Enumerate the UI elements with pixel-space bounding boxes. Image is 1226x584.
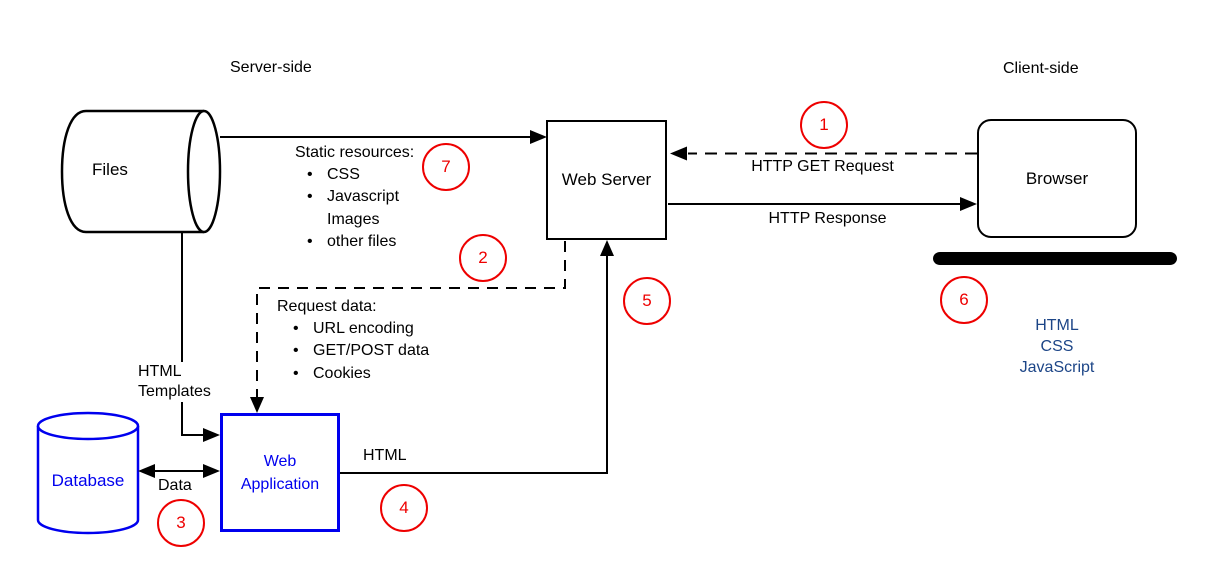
static-resources-list: CSS Javascript Images other files <box>295 164 414 254</box>
tech-html: HTML <box>1035 317 1079 334</box>
step-badge-4: 4 <box>380 484 428 532</box>
database-cylinder-shape <box>36 411 140 535</box>
html-label: HTML <box>363 447 407 464</box>
request-data-title: Request data: <box>277 298 377 315</box>
data-label: Data <box>158 477 192 494</box>
connector-html-templates <box>181 232 220 442</box>
html-templates-label: HTML Templates <box>138 362 228 402</box>
tech-javascript: JavaScript <box>1019 359 1095 376</box>
static-resources-title: Static resources: <box>295 144 415 161</box>
tech-css: CSS <box>1040 338 1074 355</box>
files-cylinder-shape <box>60 109 222 234</box>
connector-http-get-dashed <box>670 146 977 161</box>
step-badge-1: 1 <box>800 101 848 149</box>
files-node-label: Files <box>92 160 128 179</box>
browser-label: Browser <box>1025 168 1089 188</box>
list-item: URL encoding <box>293 318 429 341</box>
connector-html-to-webserver <box>340 240 614 474</box>
connector-files-to-webserver <box>220 130 547 144</box>
step-badge-7: 7 <box>422 143 470 191</box>
step-badge-6: 6 <box>940 276 988 324</box>
http-get-request-label: HTTP GET Request <box>751 158 894 175</box>
step-badge-2: 2 <box>459 234 507 282</box>
connector-request-data-dashed <box>250 241 566 413</box>
laptop-base-bar <box>933 252 1177 265</box>
list-item: Images <box>327 210 380 228</box>
list-item: Cookies <box>293 363 429 386</box>
browser-node: Browser <box>977 119 1137 238</box>
database-label: Database <box>51 471 125 490</box>
list-item: CSS <box>307 164 414 187</box>
web-server-node: Web Server <box>546 120 667 240</box>
list-item: Javascript <box>307 186 414 209</box>
static-resources-note: Static resources: CSS Javascript Images … <box>295 142 414 254</box>
server-side-label: Server-side <box>230 59 312 76</box>
request-data-list: URL encoding GET/POST data Cookies <box>277 318 429 386</box>
list-item: other files <box>307 231 414 254</box>
web-server-label: Web Server <box>561 170 652 189</box>
request-data-note: Request data: URL encoding GET/POST data… <box>277 296 429 386</box>
step-badge-3: 3 <box>157 499 205 547</box>
client-side-label: Client-side <box>1003 60 1079 77</box>
list-item: GET/POST data <box>293 340 429 363</box>
step-badge-5: 5 <box>623 277 671 325</box>
web-application-node: Web Application <box>220 413 340 532</box>
connector-data-bidirectional <box>138 464 220 478</box>
http-response-label: HTTP Response <box>768 210 887 227</box>
client-tech-stack: HTML CSS JavaScript <box>977 315 1137 378</box>
web-application-label: Web Application <box>240 452 320 493</box>
connector-http-response <box>668 197 977 211</box>
